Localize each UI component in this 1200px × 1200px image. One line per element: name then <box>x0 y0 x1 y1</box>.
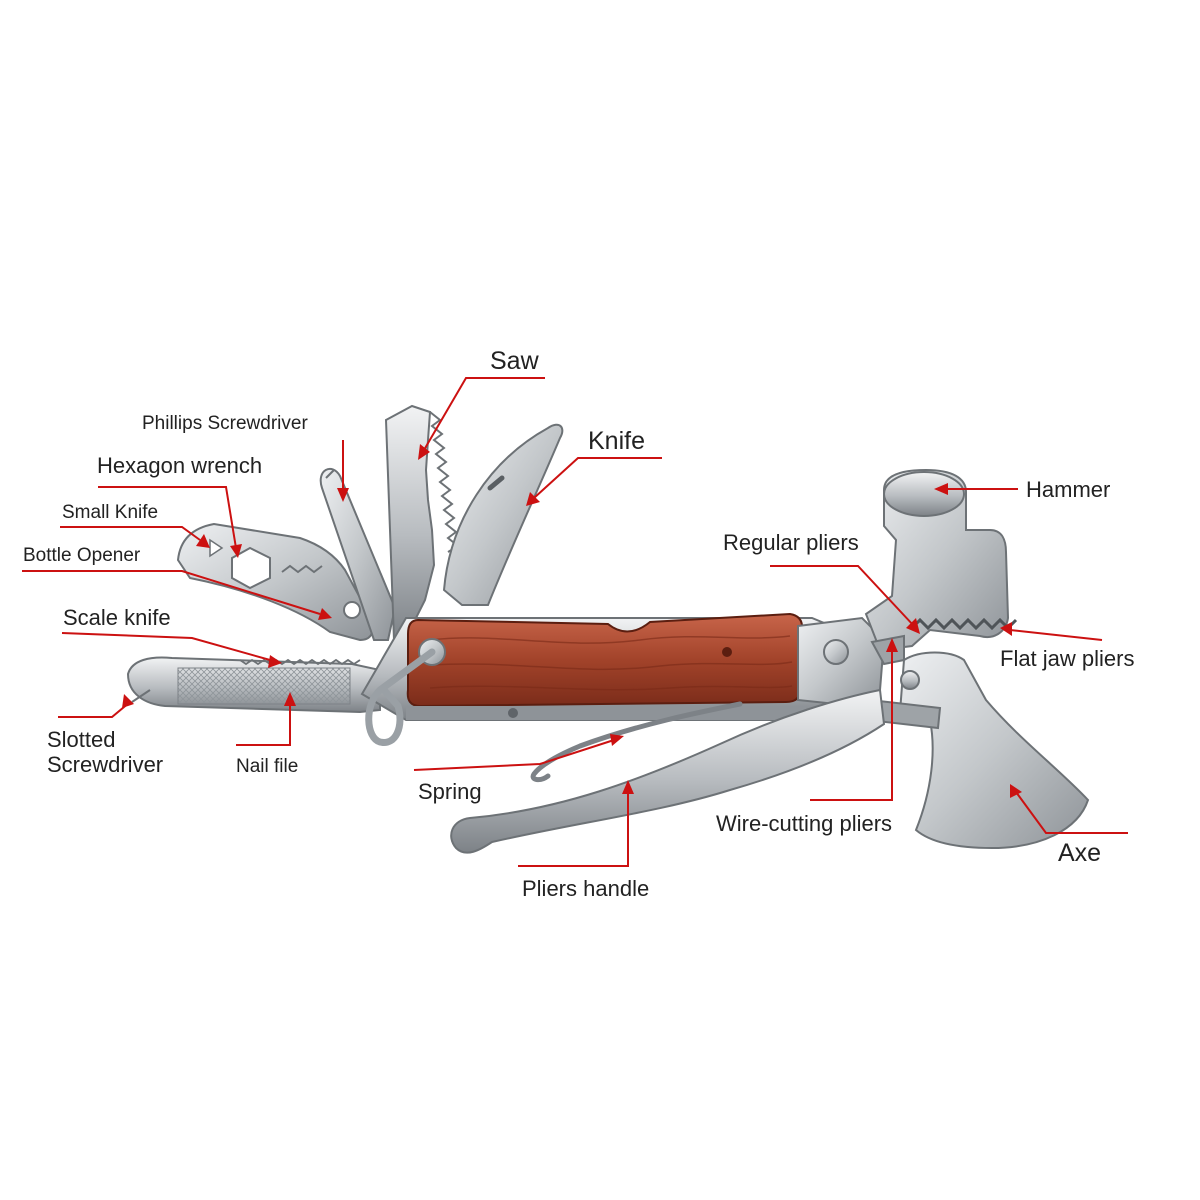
phillips-screwdriver-blade <box>319 467 397 641</box>
knife-blade <box>442 423 564 606</box>
label-slotted-screwdriver-line2: Screwdriver <box>47 752 164 777</box>
pliers-handle <box>450 688 886 854</box>
label-axe: Axe <box>1058 839 1102 867</box>
label-pliers-handle: Pliers handle <box>522 876 650 901</box>
spring <box>530 701 743 783</box>
label-hexagon-wrench: Hexagon wrench <box>97 453 263 478</box>
wood-handle-scale <box>406 612 804 708</box>
saw-blade <box>384 404 436 641</box>
hexagon-wrench-cutout <box>231 546 271 590</box>
axe-head <box>898 651 1090 850</box>
nail-file-surface <box>177 667 351 705</box>
label-phillips-screwdriver: Phillips Screwdriver <box>142 413 308 434</box>
leader-lines <box>22 377 1128 867</box>
label-hammer: Hammer <box>1026 477 1111 502</box>
label-knife: Knife <box>588 427 645 455</box>
key-ring <box>365 648 436 746</box>
leader-arrowheads <box>122 444 1022 798</box>
label-spring: Spring <box>418 779 482 804</box>
plier-jaws <box>910 617 1018 631</box>
label-scale-knife: Scale knife <box>63 605 171 630</box>
label-slotted-screwdriver-line1: Slotted <box>47 727 116 752</box>
label-regular-pliers: Regular pliers <box>723 530 859 555</box>
label-saw: Saw <box>490 347 539 375</box>
label-wire-cutting-pliers: Wire-cutting pliers <box>716 811 893 836</box>
hammer-head <box>864 468 1010 652</box>
label-bottle-opener: Bottle Opener <box>23 545 141 566</box>
label-nail-file: Nail file <box>236 756 299 777</box>
label-small-knife: Small Knife <box>62 502 159 523</box>
label-flat-jaw-pliers: Flat jaw pliers <box>1000 646 1135 671</box>
